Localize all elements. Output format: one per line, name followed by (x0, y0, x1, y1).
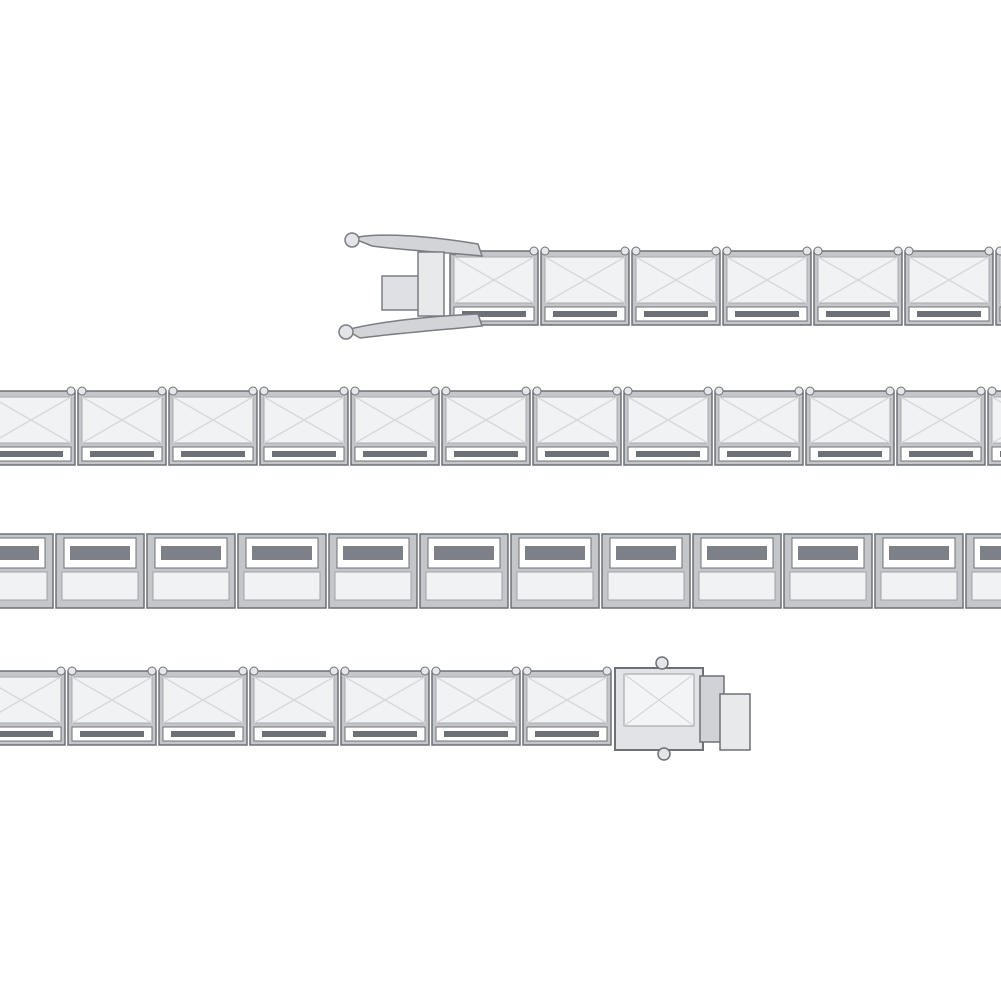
bracelet-link (805, 386, 895, 466)
bracelet-link (623, 386, 713, 466)
bracelet-link (540, 246, 630, 326)
bracelet-link (158, 666, 248, 746)
bracelet-link (0, 386, 76, 466)
bracelet-link (601, 533, 691, 609)
bracelet-link (259, 386, 349, 466)
box-clasp-tongue (338, 232, 484, 340)
bracelet-link (237, 533, 327, 609)
bracelet-link (449, 246, 539, 326)
bracelet-link (419, 533, 509, 609)
bracelet-link (350, 386, 440, 466)
bracelet-link (722, 246, 812, 326)
bracelet-link (896, 386, 986, 466)
bracelet-link (692, 533, 782, 609)
bracelet-link (146, 533, 236, 609)
bracelet-link (55, 533, 145, 609)
bracelet-link (904, 246, 994, 326)
bracelet-link (328, 533, 418, 609)
bracelet-link (813, 246, 903, 326)
bracelet-link (714, 386, 804, 466)
bracelet-link (987, 386, 1001, 466)
bracelet-link (431, 666, 521, 746)
bracelet-link (441, 386, 531, 466)
bracelet-link (168, 386, 258, 466)
bracelet-link (783, 533, 873, 609)
bracelet-link (631, 246, 721, 326)
bracelet-link (249, 666, 339, 746)
bracelet-link (67, 666, 157, 746)
bracelet-link (77, 386, 167, 466)
bracelet-link (0, 533, 54, 609)
bracelet-link (510, 533, 600, 609)
bracelet-link (995, 246, 1001, 326)
bracelet-link (340, 666, 430, 746)
bracelet-link (522, 666, 612, 746)
bracelet-link (874, 533, 964, 609)
box-clasp-housing (614, 656, 751, 761)
bracelet-link (532, 386, 622, 466)
bracelet-link (965, 533, 1001, 609)
bracelet-link (0, 666, 66, 746)
